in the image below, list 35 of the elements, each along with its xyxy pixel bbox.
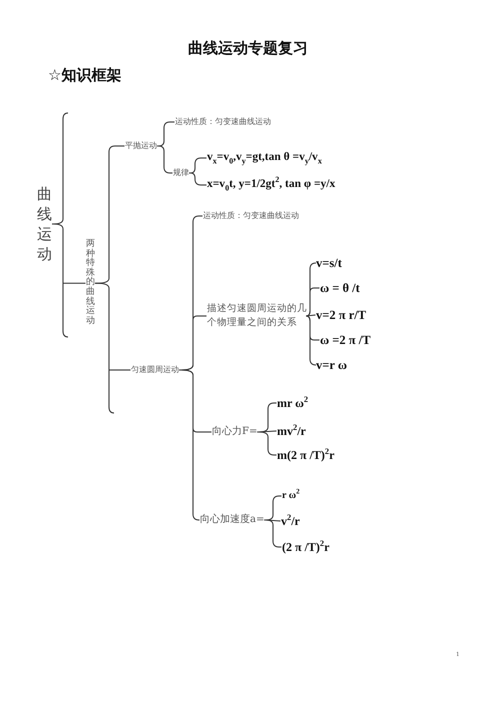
brace [306,316,316,366]
formula: mr ω$^{2}$ [277,396,308,410]
formula: r ω$^{2}$ [282,490,300,502]
brace [52,112,86,338]
formula: v$_{x}$=v$_{0}$,v$_{y}$=gt,tan θ =v$_{y}$/v$_{x}$ [207,151,322,165]
brace [94,282,131,414]
brace [156,146,173,174]
branch-label: 运动性质：匀变速曲线运动 [175,117,271,127]
formula: x=v$_{0}$t, y=1/2gt$^{2}$, tan φ =y/x [207,178,336,192]
formula: v=r ω [316,358,347,372]
branch-label: 向心力F= [212,426,258,438]
formula: ω = θ /t [320,280,360,296]
section-heading: ☆知识框架 [48,66,122,84]
brace [256,432,277,456]
formula: mv$^{2}$/r [277,424,306,438]
branch-label: 规律 [173,168,189,178]
branch-label: 匀速圆周运动 [131,365,179,375]
brace [188,172,207,186]
brace [178,370,200,520]
branch-label: 描述匀速圆周运动的几个物理量之间的关系 [207,302,307,330]
branch-label: 平抛运动 [125,141,157,151]
vertical-label: 两种特殊的曲线运动 [86,240,95,326]
branch-label: 向心加速度a= [200,514,264,526]
brace [306,314,316,316]
formula: (2 π /T)$^{2}$r [282,540,330,554]
formula: v=s/t [316,256,342,270]
branch-label: 运动性质：匀变速曲线运动 [203,211,299,221]
formula: v=2 π r/T [316,308,366,322]
vertical-label: 曲线运动 [37,184,52,264]
brace [306,288,320,316]
brace [264,520,282,548]
title: 曲线运动专题复习 [188,39,308,57]
formula: v$^{2}$/r [281,514,300,528]
formula: m(2 π /T)$^{2}$r [277,448,334,462]
formula: ω =2 π /T [320,332,371,348]
